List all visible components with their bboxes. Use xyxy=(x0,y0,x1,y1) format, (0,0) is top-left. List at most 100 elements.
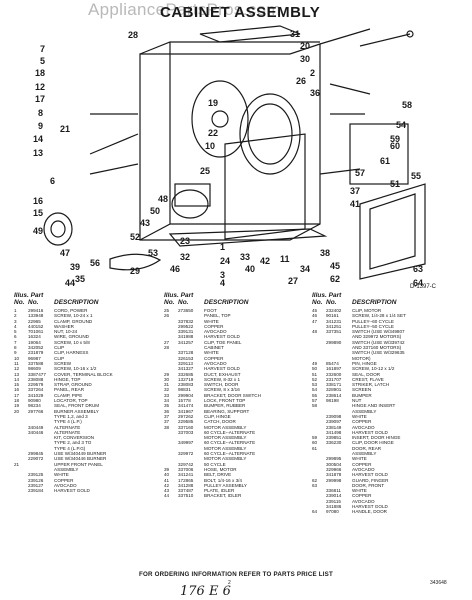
svg-text:43: 43 xyxy=(140,218,150,228)
svg-text:45: 45 xyxy=(330,261,340,271)
illus-number: 48 xyxy=(312,329,318,335)
table-row: SWITCH (USE W/329635 xyxy=(312,350,458,355)
part-description: SCREW, 10 x 5/8 xyxy=(54,339,90,345)
part-number: 231707 xyxy=(326,376,342,382)
exploded-view-diagram: 7 5 18 28 12 17 8 9 14 13 31 20 30 61 19… xyxy=(33,25,426,288)
svg-text:44: 44 xyxy=(65,278,75,288)
page-title: CABINET ASSEMBLY xyxy=(160,4,321,21)
illus-number: 17 xyxy=(14,392,20,398)
part-number: 229579 xyxy=(28,382,44,388)
part-number: 341029 xyxy=(28,392,44,398)
part-number: 98198 xyxy=(326,398,339,404)
table-row: TYPE 2, and 3 TO xyxy=(14,440,162,445)
column-header-top: Illus. Part xyxy=(312,292,342,299)
part-number: 342052 xyxy=(28,345,44,351)
part-description: MOTOR ASSEMBLY xyxy=(204,435,247,441)
header-part-no: No. xyxy=(326,299,337,306)
illus-number: 34 xyxy=(164,398,170,404)
part-description: BEARING, SUPPORT xyxy=(204,408,250,414)
part-description: DUCT, EXHAUST xyxy=(204,371,241,377)
part-description: KIT, CONVERSION xyxy=(54,435,95,441)
table-row: MOTOR ASSEMBLY xyxy=(164,456,310,461)
part-number: 85474 xyxy=(326,360,339,366)
part-description: AND 329972 MOTORS) xyxy=(352,334,402,340)
part-description: CLIP, HINGE xyxy=(204,413,231,419)
illus-number: 44 xyxy=(164,493,170,499)
part-number: 341878 xyxy=(326,472,342,478)
svg-text:22: 22 xyxy=(208,128,218,138)
part-number: 299904 xyxy=(178,392,194,398)
table-row: 239127 AVOCADO xyxy=(14,483,162,488)
svg-text:16: 16 xyxy=(33,196,43,206)
illus-number: 37 xyxy=(164,413,170,419)
part-number: 98234 xyxy=(28,403,41,409)
part-description: HARVEST GOLD xyxy=(352,472,388,478)
svg-text:15: 15 xyxy=(33,208,43,218)
part-number: 232402 xyxy=(326,308,342,313)
part-description: WHITE xyxy=(204,318,219,324)
part-description: CLIP xyxy=(54,345,65,351)
table-row: ASSEMBLY xyxy=(312,409,458,414)
part-number: 326153 xyxy=(178,355,194,361)
illus-number: 61 xyxy=(312,445,318,451)
svg-text:20: 20 xyxy=(300,41,310,51)
part-description: SCREW, 10-24 x 1 xyxy=(54,313,93,319)
svg-text:7: 7 xyxy=(40,44,45,54)
part-description: BELT, DRIVE xyxy=(204,472,232,478)
svg-text:19: 19 xyxy=(208,98,218,108)
illus-number: 29 xyxy=(164,371,170,377)
part-description: SEAL, FRONT DRUM xyxy=(54,403,100,409)
column-header: No.No.DESCRIPTION xyxy=(14,299,162,306)
illus-number: 47 xyxy=(312,318,318,324)
header-description: DESCRIPTION xyxy=(204,299,249,306)
part-number: 90161 xyxy=(326,313,339,319)
part-number: 239125 xyxy=(28,472,44,478)
part-description: PIN, HINGE xyxy=(352,360,377,366)
header-description: DESCRIPTION xyxy=(352,299,397,306)
svg-text:47: 47 xyxy=(60,248,70,258)
ordering-note: FOR ORDERING INFORMATION REFER TO PARTS … xyxy=(139,571,333,578)
part-number: 22965 xyxy=(28,318,41,324)
part-number: 232600 xyxy=(326,371,342,377)
svg-text:4: 4 xyxy=(220,278,225,288)
svg-text:60: 60 xyxy=(390,141,400,151)
part-number: 239127 xyxy=(28,482,44,488)
part-description: MOTOR ASSEMBLY xyxy=(204,424,247,430)
part-description: SCREW, 8-32 x 1 xyxy=(204,376,240,382)
part-description: CLIP, DOOR HINGE xyxy=(352,440,394,446)
illus-number: 54 xyxy=(312,387,318,393)
part-description: AVOCADO xyxy=(54,482,77,488)
part-number: 341251 xyxy=(326,323,342,329)
part-number: 300504 xyxy=(326,461,342,467)
part-description: CLIP xyxy=(54,355,65,361)
part-description: BURNER ASSEMBLY xyxy=(54,408,99,414)
part-number: 337487 xyxy=(178,488,194,494)
part-description: HARVEST GOLD xyxy=(352,503,388,509)
part-number: 329966 xyxy=(326,466,342,472)
part-number: 98831 xyxy=(178,387,191,393)
illus-number: 50 xyxy=(312,366,318,372)
svg-text:10: 10 xyxy=(205,141,215,151)
part-description: SCREW xyxy=(54,360,72,366)
illus-number: 15 xyxy=(14,382,20,388)
part-number: 337510 xyxy=(178,493,194,499)
